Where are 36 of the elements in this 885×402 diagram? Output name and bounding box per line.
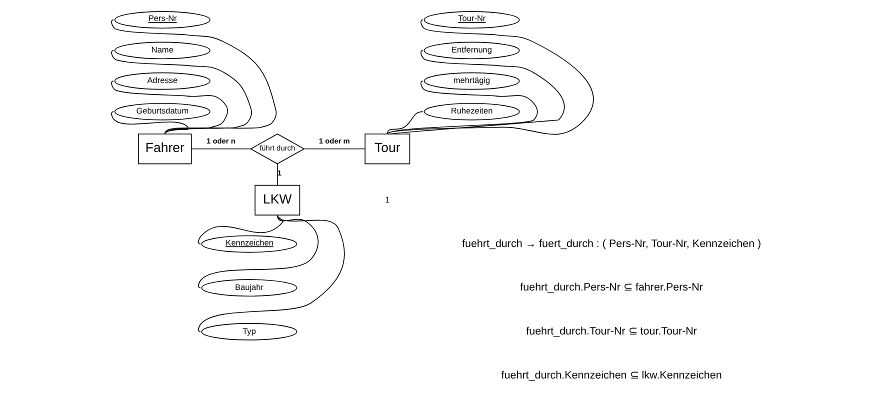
node-box: Tour [364,134,410,164]
edge-label: 1 oder m [318,136,350,146]
connector [276,163,278,186]
connector [111,80,228,134]
connector [386,80,538,134]
node-ellipse: Entfernung [424,42,520,60]
label: fuehrt_durch → fuert_durch : ( Pers-Nr, Tour-Nr, Kennzeichen ) [462,238,762,250]
label: fuehrt_durch.Kennzeichen ⊆ lkw.Kennzeichen [501,369,722,382]
connector [198,214,345,332]
node-ellipse: Kennzeichen [201,235,298,253]
connector [386,50,565,134]
connector [198,214,319,288]
node-ellipse: Geburtsdatum [114,102,210,120]
node-ellipse: mehrtägig [424,72,520,90]
node-ellipse: Tour-Nr [424,11,520,29]
label: 1 [385,195,390,204]
connector [111,50,252,134]
connector [111,19,277,134]
label: fuehrt_durch.Pers-Nr ⊆ fahrer.Pers-Nr [520,282,703,294]
node-ellipse: Adresse [114,72,210,90]
edge-label: 1 oder n [206,136,236,146]
node-ellipse: Baujahr [201,279,298,297]
node-ellipse: Typ [201,323,298,340]
node-ellipse: Pers-Nr [114,11,210,29]
connector [304,148,366,150]
node-ellipse: Name [114,42,210,60]
label: fuehrt_durch.Tour-Nr ⊆ tour.Tour-Nr [526,326,698,338]
connector [191,148,251,150]
node-diamond: führt durch [250,134,305,164]
node-ellipse: Ruhezeiten [424,102,520,120]
connector [111,111,189,134]
node-box: Fahrer [138,134,192,164]
connector [198,214,284,244]
node-box: LKW [254,184,300,216]
connector [386,111,424,134]
connector [386,19,594,135]
